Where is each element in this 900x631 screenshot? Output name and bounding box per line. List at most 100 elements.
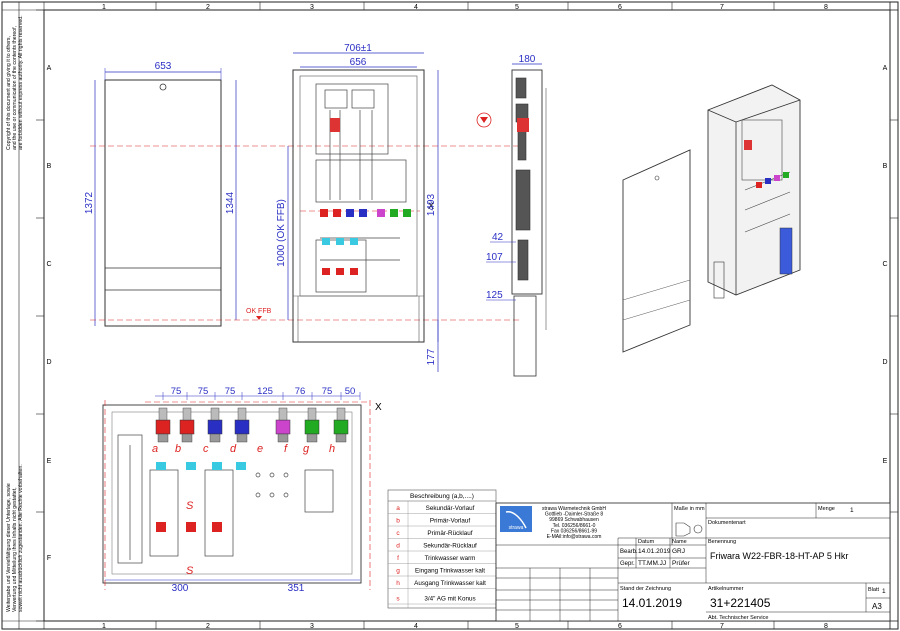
manifold-valve xyxy=(234,419,250,435)
legend-value: Ausgang Trinkwasser kalt xyxy=(414,580,486,587)
dim-door-height: 1372 xyxy=(84,191,95,214)
warning-icon xyxy=(476,112,492,128)
legend-value: Sekundär-Rücklauf xyxy=(423,543,477,550)
circuit-letter: b xyxy=(175,443,181,455)
row-label-right: D xyxy=(882,359,887,366)
manifold-valve xyxy=(304,419,320,435)
legend-key: c xyxy=(396,530,400,537)
circuit-letter: g xyxy=(303,443,310,455)
dim-detail-300: 300 xyxy=(172,583,189,594)
benennung-value: Friwara W22-FBR-18-HT-AP 5 Hkr xyxy=(710,551,848,561)
col-label-bottom: 6 xyxy=(618,623,622,630)
legend-table: Beschreibung (a,b,....) a Sekundär-Vorlau… xyxy=(387,489,497,609)
col-label-top: 1 xyxy=(102,4,106,11)
col-label-bottom: 2 xyxy=(206,623,210,630)
gepr-label: Gepr. xyxy=(620,561,635,567)
dim-side-107: 107 xyxy=(486,252,503,263)
stand-label: Stand der Zeichnung xyxy=(620,586,671,592)
circuit-letter: d xyxy=(230,443,237,455)
row-label-left: C xyxy=(46,261,51,268)
col-label-bottom: 4 xyxy=(414,623,418,630)
dim-total-height: 1493 xyxy=(426,193,437,216)
dim-inner-height: 1344 xyxy=(225,191,236,214)
svg-text:soweit nicht ausdrücklich zuge: soweit nicht ausdrücklich zugestanden. A… xyxy=(18,464,24,612)
circuit-letter: h xyxy=(329,443,335,455)
title-block: strawa strawa Wärmetechnik GmbHGottlieb … xyxy=(495,502,891,622)
manifold-valve xyxy=(275,419,291,435)
door-front-view: 653 1372 1344 xyxy=(84,61,237,327)
strawa-logo xyxy=(500,506,532,532)
manifold-valve xyxy=(155,419,171,435)
datum-label: Datum xyxy=(638,539,655,545)
masse-label: Maße in mm xyxy=(674,506,705,512)
company-line: strawa Wärmetechnik GmbH xyxy=(542,506,606,512)
svg-text:and the use or communication o: and the use or communication of the cont… xyxy=(12,26,18,150)
dim-foot: 177 xyxy=(426,348,437,365)
blatt-label: Blatt xyxy=(868,587,879,593)
manifold-valve xyxy=(207,419,223,435)
dokumentenart-label: Dokumentenart xyxy=(708,520,746,526)
row-label-left: B xyxy=(47,163,52,170)
manifold-valve xyxy=(179,419,195,435)
menge-label: Menge xyxy=(818,506,835,512)
german-rights-note: Weitergabe und Vervielfältigung dieser U… xyxy=(6,464,24,612)
row-label-right: B xyxy=(883,163,888,170)
legend-value: 3/4" AG mit Konus xyxy=(424,596,475,603)
bearb-label: Bearb. xyxy=(620,549,638,555)
legend-key: d xyxy=(396,543,400,550)
col-label-bottom: 1 xyxy=(102,623,106,630)
format-value: A3 xyxy=(872,602,882,611)
section-mark-x: X xyxy=(428,201,434,211)
projection-icon xyxy=(675,522,691,537)
artikel-label: Artikelnummer xyxy=(708,586,744,592)
manifold-valve xyxy=(333,419,349,435)
row-label-left: F xyxy=(47,555,51,562)
gepr-name: Prüfer xyxy=(672,560,691,567)
s-label-bottom: S xyxy=(186,565,194,577)
legend-value: Primär-Rücklauf xyxy=(427,530,472,537)
col-label-top: 3 xyxy=(310,4,314,11)
dim-detail-top: 75 xyxy=(171,386,182,397)
dim-side-125: 125 xyxy=(486,290,503,301)
dim-detail-top: 75 xyxy=(225,386,236,397)
bearb-date: 14.01.2019 xyxy=(638,548,671,555)
circuit-letter: c xyxy=(203,443,209,455)
legend-key: f xyxy=(397,555,399,562)
row-label-left: D xyxy=(46,359,51,366)
col-label-bottom: 5 xyxy=(515,623,519,630)
dim-side-42: 42 xyxy=(492,232,504,243)
ok-ffb-mark: OK FFB xyxy=(246,308,272,315)
col-label-bottom: 3 xyxy=(310,623,314,630)
col-label-top: 4 xyxy=(414,4,418,11)
dim-detail-351: 351 xyxy=(288,583,305,594)
col-label-bottom: 8 xyxy=(824,623,828,630)
company-line: Tel. 036256/8661-0 xyxy=(553,523,596,529)
legend-key: g xyxy=(396,568,400,575)
col-label-bottom: 7 xyxy=(720,623,724,630)
row-label-left: A xyxy=(47,65,52,72)
row-labels: AABBCCDDEEFF xyxy=(36,9,898,622)
blatt-value: 1 xyxy=(882,588,886,595)
cabinet-side-view: 180 42 107 125 xyxy=(476,54,547,377)
bearb-name: GRJ xyxy=(672,548,685,555)
isometric-cabinet xyxy=(707,84,801,299)
dim-door-width: 653 xyxy=(155,61,172,72)
legend-value: Sekundär-Vorlauf xyxy=(426,505,475,512)
legend-key: a xyxy=(396,505,400,512)
col-label-top: 6 xyxy=(618,4,622,11)
svg-text:strawa: strawa xyxy=(509,525,524,531)
stand-date: 14.01.2019 xyxy=(622,596,682,610)
row-label-right: E xyxy=(883,458,888,465)
col-label-top: 8 xyxy=(824,4,828,11)
legend-title: Beschreibung (a,b,....) xyxy=(410,493,474,500)
legend-value: Trinkwasser warm xyxy=(425,555,476,562)
company-line: E-MAil:info@strawa.com xyxy=(547,534,602,540)
row-label-right: C xyxy=(882,261,887,268)
lock-icon xyxy=(159,83,167,91)
legend-value: Primär-Vorlauf xyxy=(430,518,470,525)
legend-key: h xyxy=(396,580,400,587)
